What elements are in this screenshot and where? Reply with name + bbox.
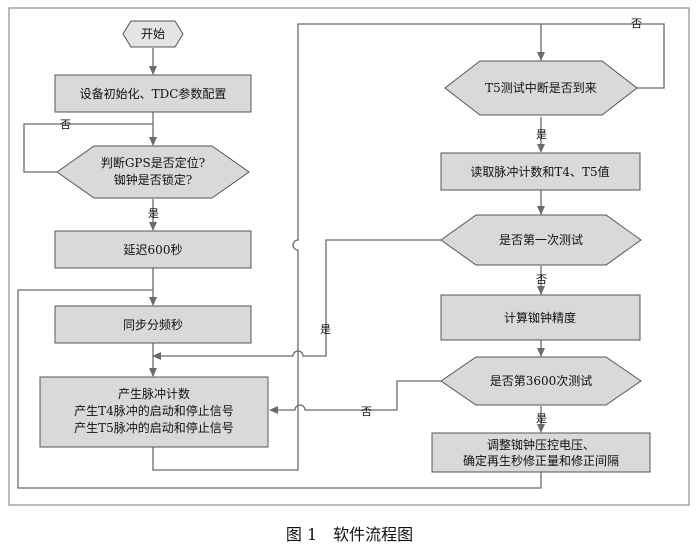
gps-check-line2: 铷钟是否锁定? [114,172,192,187]
sync-box-label: 同步分频秒 [123,318,183,332]
sync-box [54,305,252,344]
start-node-shape [122,20,184,48]
gps-check-diamond [56,145,250,199]
t5-interrupt-label: T5测试中断是否到来 [485,80,597,95]
figure-caption: 图 1 软件流程图 [285,525,414,544]
n3600-no-label: 否 [361,405,372,418]
first-test-diamond [440,214,642,266]
adjust-box [431,432,651,473]
pulse-gen-line1: 产生脉冲计数 [118,386,190,401]
test-3600-diamond [440,356,642,406]
edge-first-yes [152,239,441,360]
pulse-gen-line2: 产生T4脉冲的启动和停止信号 [74,403,234,418]
adjust-line2: 确定再生秒修正量和修正间隔 [463,453,619,468]
first-test-label: 是否第一次测试 [499,232,583,247]
gps-check-line1: 判断GPS是否定位? [101,155,205,170]
gps-no-label: 否 [60,118,71,131]
init-box-label: 设备初始化、TDC参数配置 [80,86,227,101]
edge-pulse-t5 [152,23,545,471]
read-values-label: 读取脉冲计数和T4、T5值 [470,164,609,179]
adjust-line1: 调整铷钟压控电压、 [487,437,595,452]
edges [17,23,665,489]
delay-box [54,230,252,269]
diagram-frame [8,7,690,506]
edge-3600-no [269,380,441,414]
edge-t5-no-loop [541,23,665,89]
test-3600-label: 是否第3600次测试 [490,373,593,388]
pulse-gen-box [39,376,269,448]
edge-gps-no-loop [23,123,153,173]
pulse-gen-line3: 产生T5脉冲的启动和停止信号 [74,420,234,435]
edge-adjust-back [17,289,542,489]
t5-no-label: 否 [631,17,642,30]
t5-interrupt-diamond [444,60,638,116]
init-box [54,74,252,113]
first-no-label: 否 [536,273,547,286]
gps-yes-label: 是 [148,207,159,220]
n3600-yes-label: 是 [536,412,547,425]
calc-accuracy-label: 计算铷钟精度 [504,310,576,325]
start-node-label: 开始 [141,27,165,41]
t5-yes-label: 是 [536,128,547,141]
read-values-box [440,152,641,191]
delay-box-label: 延迟600秒 [124,243,183,257]
calc-accuracy-box [440,294,641,341]
first-yes-label: 是 [320,323,331,336]
